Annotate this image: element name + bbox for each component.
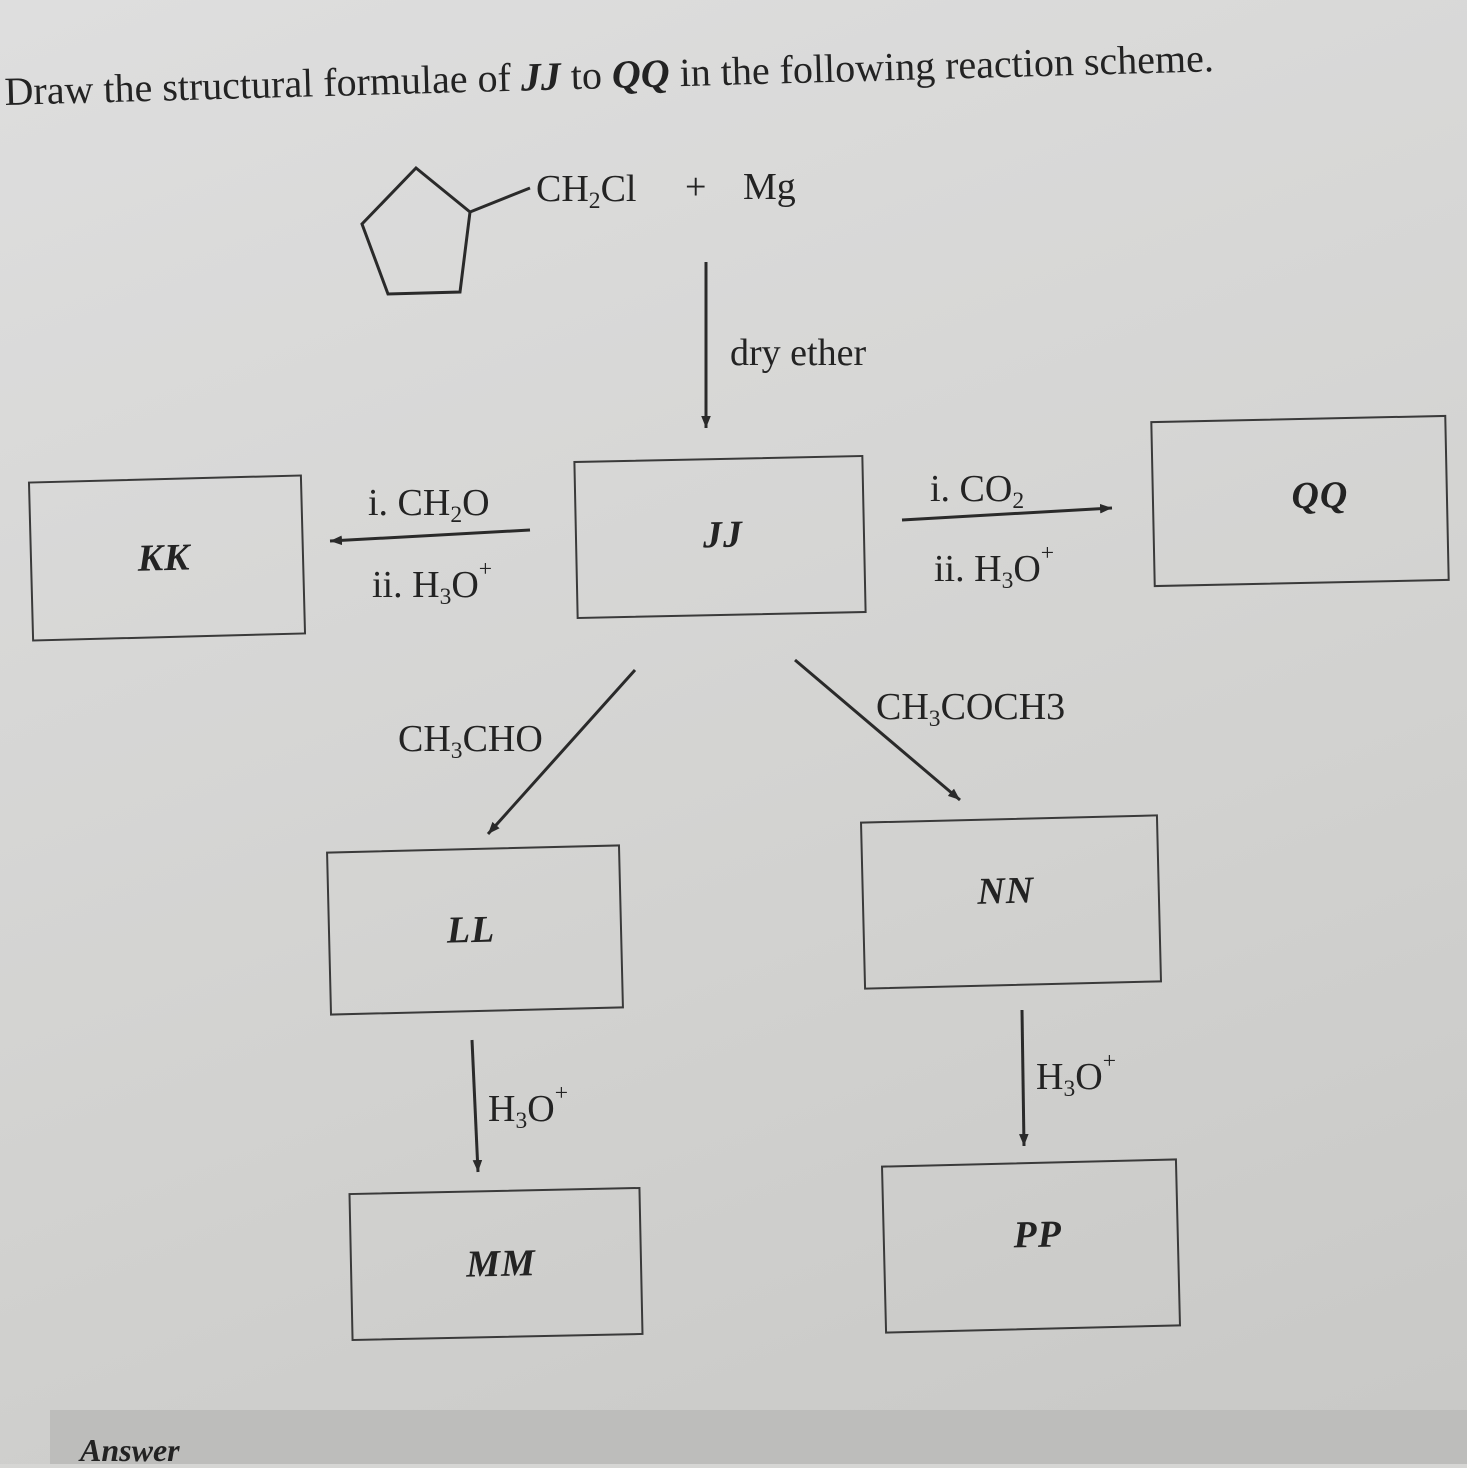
box-nn: NN: [859, 814, 1163, 990]
box-qq: QQ: [1150, 414, 1450, 588]
box-ll: LL: [326, 844, 624, 1016]
box-kk: KK: [27, 474, 307, 642]
answer-band: [50, 1410, 1467, 1464]
answer-heading: Answer: [80, 1432, 180, 1468]
ll-reagent: CH3CHO: [398, 718, 543, 765]
kk-reagent-1: i. CH2O: [368, 482, 490, 529]
start-reagent: Mg: [743, 166, 796, 208]
mm-reagent: H3O+: [488, 1079, 568, 1135]
label-qq: QQ: [1291, 473, 1349, 518]
arrow-to-nn: [794, 658, 961, 802]
start-group-formula: CH2Cl: [536, 168, 637, 215]
box-pp: PP: [880, 1158, 1182, 1334]
label-pp: PP: [1013, 1213, 1063, 1257]
arrow-to-mm: [470, 1039, 483, 1173]
cyclopentyl-ring: [360, 165, 531, 296]
box-mm: MM: [348, 1186, 644, 1342]
arrow-to-ll: [486, 668, 637, 836]
label-jj: JJ: [702, 513, 744, 557]
nn-reagent: CH3COCH3: [876, 686, 1066, 733]
label-mm: MM: [465, 1242, 537, 1286]
label-kk: KK: [137, 536, 191, 580]
pp-reagent: H3O+: [1036, 1047, 1116, 1103]
dry-ether-label: dry ether: [730, 332, 867, 374]
box-jj: JJ: [573, 454, 867, 620]
arrow-to-qq: [901, 503, 1113, 522]
label-nn: NN: [976, 869, 1035, 913]
kk-reagent-2: ii. H3O+: [372, 555, 493, 611]
qq-reagent-2: ii. H3O+: [934, 539, 1055, 595]
label-ll: LL: [446, 908, 496, 952]
qq-reagent-1: i. CO2: [930, 468, 1025, 515]
arrow-to-kk: [329, 528, 531, 546]
arrow-to-pp: [1019, 1009, 1029, 1147]
start-plus-sign: +: [685, 166, 707, 208]
